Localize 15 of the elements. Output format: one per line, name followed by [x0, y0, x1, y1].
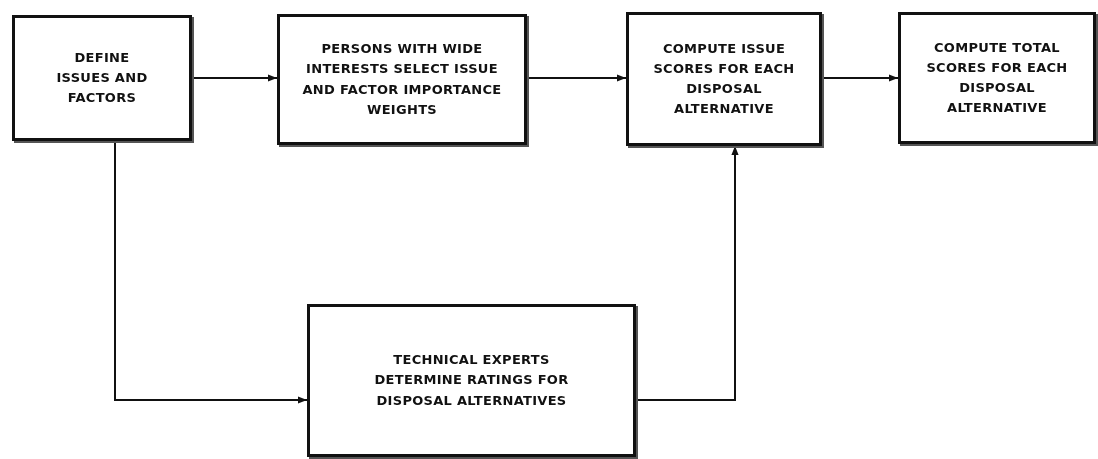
box-text: DEFINE ISSUES AND FACTORS: [55, 48, 149, 108]
process-box: [307, 304, 636, 457]
process-box: [277, 14, 527, 145]
process-box: [898, 12, 1096, 144]
box-text: TECHNICAL EXPERTS DETERMINE RATINGS FOR DISPOSAL ALTERNATIVES: [373, 351, 570, 410]
box-text: COMPUTE ISSUE SCORES FOR EACH DISPOSAL ALTERNATIVE: [652, 39, 796, 119]
process-box: [626, 12, 822, 146]
arrow: [191, 74, 278, 82]
box-text: COMPUTE TOTAL SCORES FOR EACH DISPOSAL ALTERNATIVE: [925, 38, 1069, 118]
arrow: [635, 145, 739, 401]
box-text: PERSONS WITH WIDE INTERESTS SELECT ISSUE AND FACTOR IMPORTANCE WEIGHTS: [301, 40, 503, 119]
process-box: [12, 15, 192, 141]
arrow: [114, 140, 308, 404]
arrow: [821, 74, 899, 82]
arrow: [526, 74, 627, 82]
